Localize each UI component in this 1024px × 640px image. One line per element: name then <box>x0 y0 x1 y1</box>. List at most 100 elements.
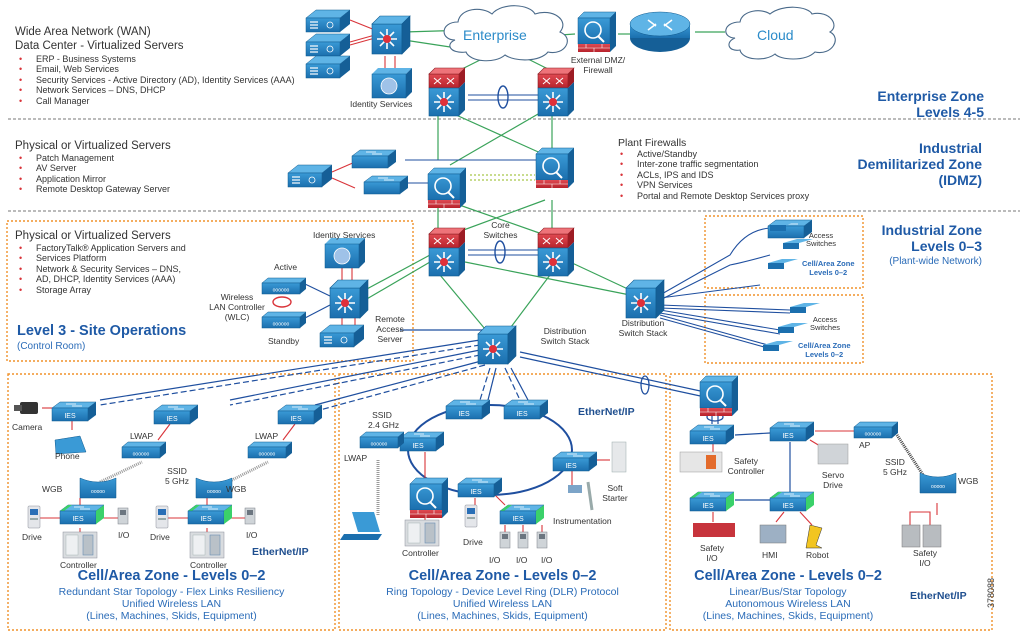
lwap-label-2: LWAP <box>255 431 279 441</box>
cell-box-3 <box>669 373 993 631</box>
ies-safety-io <box>689 491 735 512</box>
dc-servers <box>305 9 351 79</box>
dc-title: Data Center - Virtualized Servers <box>15 40 184 52</box>
io-ring-2-icon <box>517 531 529 549</box>
io-2-icon <box>244 507 256 525</box>
idmz-servers-title: Physical or Virtualized Servers <box>15 140 171 152</box>
lwap-ring-label: LWAP <box>344 453 368 463</box>
io-label-1: I/O <box>118 530 130 540</box>
io-ring-label-1: I/O <box>489 555 501 565</box>
camera-icon <box>14 402 38 414</box>
controller-label-2: Controller <box>190 560 227 570</box>
internet-cloud <box>725 6 836 60</box>
ies-ring-2 <box>503 399 549 420</box>
list-item: Portal and Remote Desktop Services proxy <box>615 191 809 202</box>
industrial-zone-subtitle: (Plant-wide Network) <box>889 256 982 267</box>
controller-label-1: Controller <box>60 560 97 570</box>
io-ring-1-icon <box>499 531 511 549</box>
wlc-standby-label: Standby <box>268 336 300 346</box>
ies-lwap-2 <box>277 404 323 425</box>
ethernet-ip-logo-1: EtherNet/IP <box>252 546 309 558</box>
list-item: AD, DHCP, Identity Services (AAA) <box>14 274 186 285</box>
list-item: Patch Management <box>14 153 170 164</box>
list-item: Services Platform <box>14 253 186 264</box>
cell-3-line1: Linear/Bus/Star Topology <box>729 586 847 598</box>
idmz-switch-1 <box>351 149 397 169</box>
instrumentation-label: Instrumentation <box>553 516 612 526</box>
autonomous-ap <box>853 421 899 439</box>
list-item: Email, Web Services <box>14 64 295 75</box>
enterprise-distribution-switch <box>371 15 411 55</box>
identity-services-icon <box>371 67 413 99</box>
drive-ring-icon <box>464 504 478 528</box>
drive-ring-label: Drive <box>463 537 483 547</box>
industrial-core-switch-1 <box>428 227 466 277</box>
list-item: Inter-zone traffic segmentation <box>615 159 809 170</box>
lwap-2 <box>247 441 293 459</box>
plant-firewalls-title: Plant Firewalls <box>618 137 687 149</box>
cell-2-line1: Ring Topology - Device Level Ring (DLR) … <box>386 586 619 598</box>
list-item: Network Services – DNS, DHCP <box>14 85 295 96</box>
lwap-ring <box>359 431 405 449</box>
ies-ring-io <box>499 504 545 525</box>
distribution-switch-stack-2 <box>625 279 665 319</box>
level3-identity-services-icon <box>324 237 366 269</box>
list-item: Active/Standby <box>615 149 809 160</box>
ies-ring-4 <box>552 451 598 472</box>
phone-icon <box>54 435 87 455</box>
servo-drive-icon <box>817 443 849 465</box>
enterprise-core-switch-2 <box>537 67 575 117</box>
io-1-icon <box>117 507 129 525</box>
robot-label: Robot <box>806 550 829 560</box>
level3-servers-list: FactoryTalk® Application Servers and Ser… <box>14 243 186 295</box>
cell-1-title: Cell/Area Zone - Levels 0–2 <box>77 568 266 584</box>
wan-title: Wide Area Network (WAN) <box>15 26 151 38</box>
soft-starter-icon <box>611 441 627 473</box>
ethernet-ip-logo-2: EtherNet/IP <box>578 406 635 418</box>
io-ring-label-3: I/O <box>541 555 553 565</box>
drive-label-2: Drive <box>150 532 170 542</box>
cell-1-line1: Redundant Star Topology - Flex Links Res… <box>58 586 285 598</box>
dc-services-list: ERP - Business Systems Email, Web Servic… <box>14 54 295 106</box>
identity-services-label: Identity Services <box>350 99 413 109</box>
list-item: AV Server <box>14 163 170 174</box>
enterprise-cloud <box>443 5 568 62</box>
safety-io-2-icon <box>901 524 942 548</box>
lwap-1 <box>121 441 167 459</box>
cell-box-1 <box>7 373 336 631</box>
hmi-icon <box>759 524 787 544</box>
wgb-3 <box>919 472 957 494</box>
plant-firewall-active <box>427 167 467 209</box>
cell-mini-box-1 <box>704 215 864 289</box>
io-ring-label-2: I/O <box>516 555 528 565</box>
cell-3-title: Cell/Area Zone - Levels 0–2 <box>694 568 882 584</box>
wgb-label-1: WGB <box>42 484 63 494</box>
remote-access-server <box>319 324 365 348</box>
controller-2-icon <box>189 531 225 559</box>
wlc-active-label: Active <box>274 262 298 272</box>
cell-2-title: Cell/Area Zone - Levels 0–2 <box>408 568 597 584</box>
cell-1-line3: (Lines, Machines, Skids, Equipment) <box>86 610 257 622</box>
level3-box <box>6 220 414 362</box>
cell-firewall <box>409 477 449 519</box>
level3-distribution-switch <box>329 279 369 319</box>
drive-2-icon <box>155 505 169 529</box>
cloud-label: Cloud <box>757 27 794 43</box>
lwap-label-1: LWAP <box>130 431 154 441</box>
ies-safety <box>689 424 735 445</box>
level3-subtitle: (Control Room) <box>17 341 86 352</box>
drive-1-icon <box>27 505 41 529</box>
cell3-firewall <box>699 375 739 417</box>
cell-2-line2: Unified Wireless LAN <box>452 598 553 610</box>
